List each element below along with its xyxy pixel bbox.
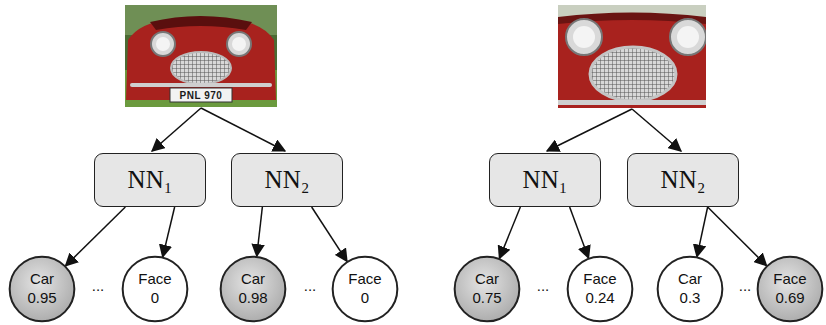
output-node: Face0.24 — [567, 256, 633, 322]
node-content: Face0.24 — [583, 270, 616, 308]
class-name: Car — [475, 270, 499, 289]
class-name: Car — [241, 270, 265, 289]
class-name: Face — [348, 270, 381, 289]
class-name: Car — [30, 270, 54, 289]
circle-shape — [658, 257, 723, 322]
network-name: NN₁ — [523, 166, 568, 194]
ellipsis: ... — [304, 277, 317, 294]
output-node: Face0 — [122, 256, 188, 322]
class-score: 0.69 — [775, 289, 804, 308]
node-content: Car0.3 — [678, 270, 702, 308]
node-content: NN₁ — [523, 166, 568, 194]
network-box: NN₁ — [94, 153, 206, 207]
network-box: NN₂ — [627, 153, 739, 207]
class-score: 0.24 — [585, 289, 614, 308]
node-content: NN₂ — [265, 166, 310, 194]
output-arrow — [570, 207, 589, 258]
network-name: NN₂ — [661, 166, 706, 194]
node-content: Car0.98 — [238, 270, 267, 308]
output-node: Car0.98 — [220, 256, 286, 322]
car-photo-crop — [558, 5, 706, 108]
output-arrow — [66, 207, 126, 266]
input-arrows — [152, 108, 681, 151]
node-content: NN₁ — [128, 166, 173, 194]
output-arrow — [499, 207, 520, 258]
output-node: Face0 — [332, 256, 398, 322]
circle-shape — [758, 257, 823, 322]
network-box: NN₂ — [231, 153, 343, 207]
class-score: 0 — [361, 289, 369, 308]
network-name: NN₂ — [265, 166, 310, 194]
output-node: Car0.3 — [657, 256, 723, 322]
license-plate: PNL 970 — [180, 90, 223, 101]
node-content: Face0 — [348, 270, 381, 308]
node-content: Face0 — [138, 270, 171, 308]
circle-shape — [455, 257, 520, 322]
circle-shape — [333, 257, 398, 322]
output-node: Car0.75 — [454, 256, 520, 322]
circle-shape — [568, 257, 633, 322]
circle-shape — [123, 257, 188, 322]
network-name: NN₁ — [128, 166, 173, 194]
ellipsis: ... — [739, 277, 752, 294]
class-score: 0.75 — [472, 289, 501, 308]
output-node: Car0.95 — [9, 256, 75, 322]
output-arrow — [312, 207, 347, 261]
network-box: NN₁ — [489, 153, 601, 207]
class-name: Face — [583, 270, 616, 289]
class-name: Face — [138, 270, 171, 289]
class-score: 0.95 — [27, 289, 56, 308]
circle-shape — [10, 257, 75, 322]
class-score: 0.98 — [238, 289, 267, 308]
class-name: Car — [678, 270, 702, 289]
output-arrow — [257, 207, 263, 256]
output-arrow — [697, 207, 708, 257]
ellipsis: ... — [92, 277, 105, 294]
output-arrow — [163, 207, 175, 257]
ellipsis: ... — [537, 277, 550, 294]
class-name: Face — [773, 270, 806, 289]
node-content: Car0.75 — [472, 270, 501, 308]
output-node: Face0.69 — [757, 256, 823, 322]
output-arrow — [708, 207, 767, 266]
class-score: 0 — [151, 289, 159, 308]
car-photo — [125, 5, 277, 107]
node-content: Face0.69 — [773, 270, 806, 308]
class-score: 0.3 — [680, 289, 701, 308]
node-content: Car0.95 — [27, 270, 56, 308]
circle-shape — [221, 257, 286, 322]
node-content: NN₂ — [661, 166, 706, 194]
